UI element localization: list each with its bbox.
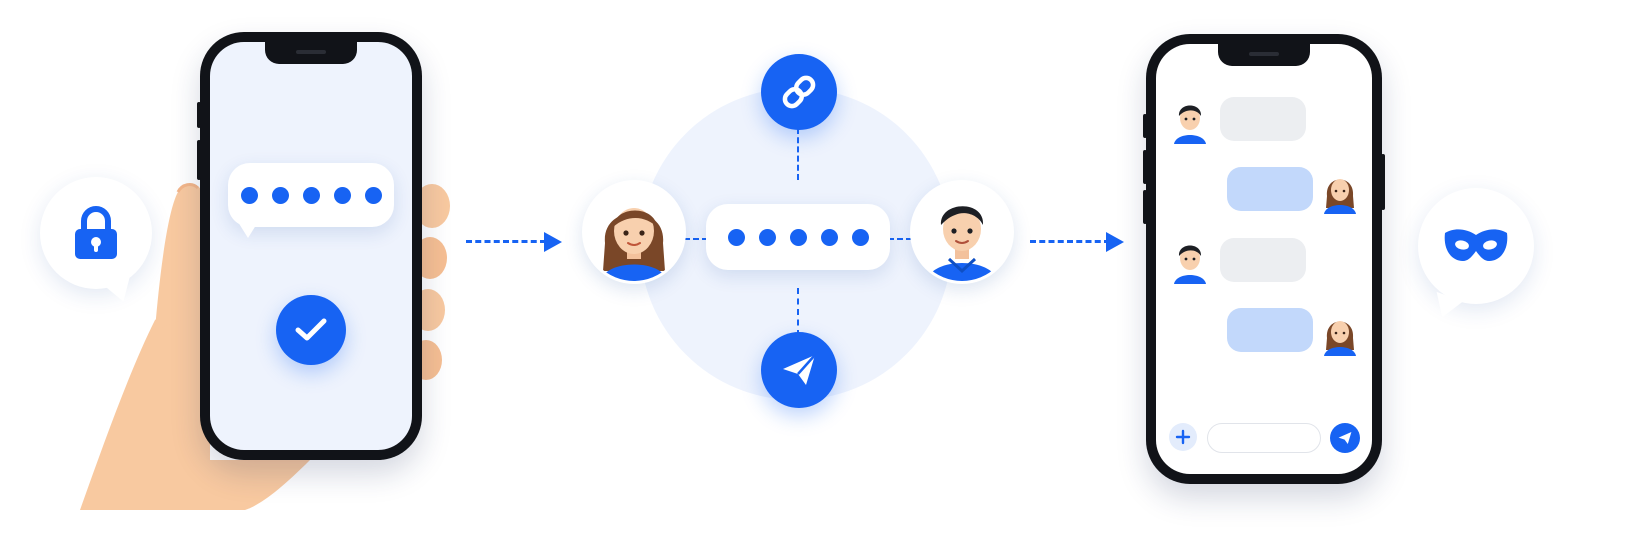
flow-arrow-2	[1030, 240, 1110, 243]
phone-side-button	[197, 140, 201, 180]
paper-plane-icon	[783, 354, 816, 385]
message-input[interactable]	[1207, 423, 1321, 453]
login-phone	[197, 32, 422, 460]
password-dot	[271, 186, 289, 204]
password-dot	[820, 228, 838, 246]
anonymity-bubble	[1418, 188, 1534, 304]
checkmark-icon	[295, 318, 327, 341]
man-avatar	[910, 180, 1014, 284]
phone-side-button	[1143, 114, 1147, 138]
connector-top	[797, 128, 799, 180]
share-link-button[interactable]	[761, 54, 837, 130]
password-entry-field[interactable]	[228, 163, 394, 227]
password-dot	[789, 228, 807, 246]
phone-notch	[265, 42, 357, 64]
shared-password-card	[706, 204, 890, 270]
password-dot	[302, 186, 320, 204]
flow-arrow-1	[466, 240, 546, 243]
chat-send-button[interactable]	[1330, 423, 1360, 453]
confirm-check-button[interactable]	[276, 295, 346, 365]
password-dot	[240, 186, 258, 204]
login-phone-screen	[210, 42, 412, 450]
password-dot	[364, 186, 382, 204]
chat-avatar-woman	[1322, 310, 1358, 361]
outgoing-message-bubble	[1227, 167, 1313, 211]
chat-avatar-woman	[1322, 168, 1358, 219]
chat-avatar-man	[1172, 238, 1208, 289]
phone-side-button	[197, 102, 201, 128]
paper-plane-icon	[1338, 432, 1352, 444]
connector-left	[684, 238, 708, 240]
password-dot	[727, 228, 745, 246]
password-dot	[333, 186, 351, 204]
password-dot	[851, 228, 869, 246]
password-dot	[758, 228, 776, 246]
connector-bottom	[797, 288, 799, 336]
plus-icon	[1175, 429, 1191, 445]
phone-side-button	[1143, 150, 1147, 184]
link-icon	[782, 75, 816, 109]
incoming-message-bubble	[1220, 238, 1306, 282]
chat-avatar-man	[1172, 98, 1208, 149]
flow-arrow-2-head	[1106, 232, 1124, 252]
outgoing-message-bubble	[1227, 308, 1313, 352]
send-button[interactable]	[761, 332, 837, 408]
lock-icon	[75, 206, 117, 259]
add-attachment-button[interactable]	[1169, 423, 1197, 451]
phone-side-button	[1143, 190, 1147, 224]
mask-icon	[1444, 229, 1508, 261]
woman-avatar	[582, 180, 686, 284]
phone-notch	[1218, 44, 1310, 66]
connector-right	[888, 238, 912, 240]
flow-arrow-1-head	[544, 232, 562, 252]
incoming-message-bubble	[1220, 97, 1306, 141]
phone-side-button	[1381, 154, 1385, 210]
lock-bubble	[40, 177, 152, 289]
password-card-tail	[238, 222, 258, 238]
